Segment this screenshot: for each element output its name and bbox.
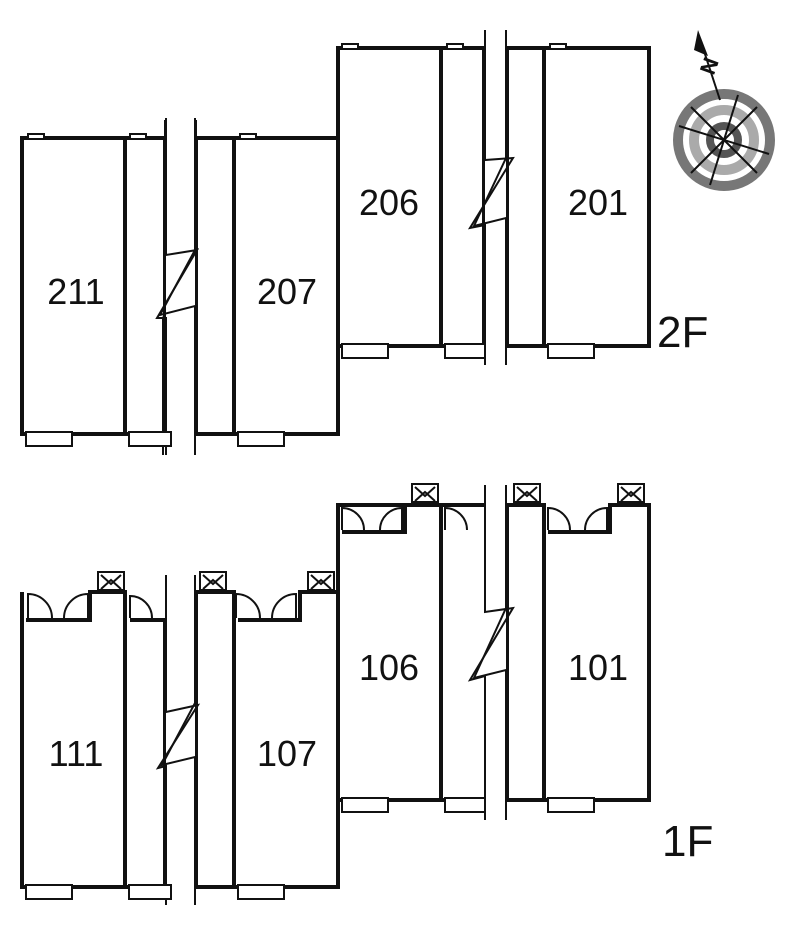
stair-211-207: [123, 136, 167, 436]
break-zigzag-1f-left-b: [160, 575, 196, 905]
unit-101-outline: [542, 503, 651, 802]
break-zigzag-1f-right-a: [467, 485, 515, 820]
north-label: N: [695, 54, 724, 77]
porches-1f: [25, 797, 595, 900]
break-zigzag-1f-right-b: [472, 485, 507, 820]
door-swings-1f: [27, 506, 608, 619]
stair-107-left: [194, 590, 236, 889]
unit-label-107: 107: [257, 733, 317, 774]
unit-label-207: 207: [257, 271, 317, 312]
unit-label-101: 101: [568, 647, 628, 688]
ac-units-1f: [97, 483, 645, 591]
unit-label-106: 106: [359, 647, 419, 688]
floor-label-1f: 1F: [662, 817, 713, 866]
unit-label-206: 206: [359, 182, 419, 223]
break-zigzag-2f-right-b: [472, 30, 507, 365]
stair-106-201: [441, 503, 484, 802]
floor-label-2f: 2F: [657, 308, 708, 357]
stair-111-107: [123, 592, 167, 889]
break-zigzag-2f-right-a: [467, 30, 515, 365]
compass-rose-icon: N: [673, 30, 775, 191]
stair-201-left: [505, 46, 546, 348]
floor-2f: 211 207 206 201 2F: [20, 30, 708, 455]
unit-label-111: 111: [49, 733, 104, 774]
stair-207-left: [194, 136, 236, 436]
stair-101-left: [505, 503, 546, 802]
porches-2f: [25, 43, 595, 447]
north-arrow-icon: [694, 30, 708, 56]
stair-206-201: [439, 46, 486, 348]
unit-label-201: 201: [568, 182, 628, 223]
unit-201-outline: [542, 46, 651, 348]
floor-1f: 111 107 106 101 1F: [20, 483, 713, 905]
unit-label-211: 211: [47, 271, 104, 312]
break-zigzag-2f-left-b: [158, 118, 196, 455]
